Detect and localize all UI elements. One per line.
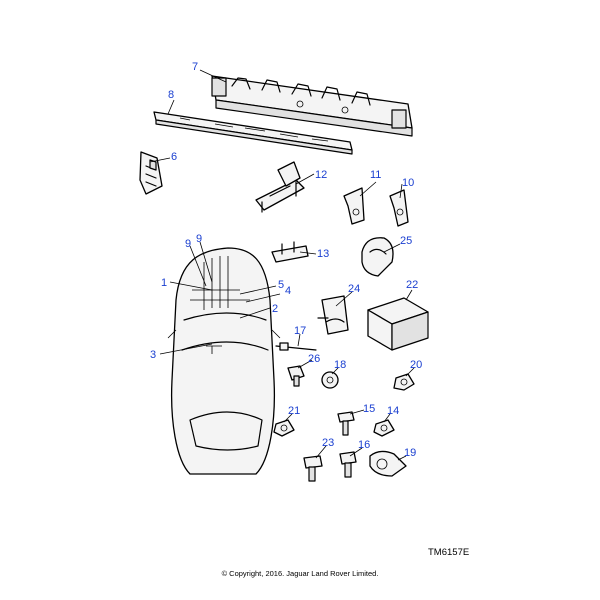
copyright-notice: © Copyright, 2016. Jaguar Land Rover Lim… bbox=[221, 569, 379, 578]
callout-9a: 9 bbox=[185, 238, 191, 250]
fastener-23 bbox=[303, 455, 323, 482]
callout-23: 23 bbox=[322, 437, 334, 449]
part-17-cable-tie bbox=[275, 342, 317, 351]
part-11-bracket bbox=[343, 187, 365, 225]
callout-18: 18 bbox=[334, 359, 346, 371]
part-8-rail bbox=[153, 111, 353, 155]
callout-2: 2 bbox=[272, 303, 278, 315]
callout-25: 25 bbox=[400, 235, 412, 247]
callouts: 1 2 3 4 5 6 7 8 9 9 10 11 12 13 14 15 16… bbox=[150, 61, 422, 459]
fastener-20 bbox=[393, 373, 415, 391]
callout-20: 20 bbox=[410, 359, 422, 371]
callout-7: 7 bbox=[192, 61, 198, 73]
callout-5: 5 bbox=[278, 279, 284, 291]
callout-13: 13 bbox=[317, 248, 329, 260]
callout-6: 6 bbox=[171, 151, 177, 163]
callout-16: 16 bbox=[358, 439, 370, 451]
callout-22: 22 bbox=[406, 279, 418, 291]
callout-19: 19 bbox=[404, 447, 416, 459]
callout-1: 1 bbox=[161, 277, 167, 289]
callout-15: 15 bbox=[363, 403, 375, 415]
fastener-21 bbox=[273, 419, 295, 437]
part-25-clip bbox=[361, 237, 394, 277]
fastener-19 bbox=[369, 450, 407, 477]
fastener-18 bbox=[321, 371, 339, 389]
fastener-14 bbox=[373, 419, 395, 437]
callout-11: 11 bbox=[370, 169, 381, 181]
callout-12: 12 bbox=[315, 169, 327, 181]
part-22-box bbox=[367, 297, 429, 351]
callout-4: 4 bbox=[285, 285, 291, 297]
callout-8: 8 bbox=[168, 89, 174, 101]
part-10-bracket bbox=[389, 189, 409, 227]
callout-3: 3 bbox=[150, 349, 156, 361]
callout-9b: 9 bbox=[196, 233, 202, 245]
fastener-15 bbox=[337, 411, 355, 436]
vehicle-outline bbox=[167, 247, 281, 475]
callout-26: 26 bbox=[308, 353, 320, 365]
callout-24: 24 bbox=[348, 283, 360, 295]
leader-lines bbox=[149, 69, 415, 461]
part-13-bracket bbox=[271, 241, 309, 263]
callout-17: 17 bbox=[294, 325, 306, 337]
reference-code: TM6157E bbox=[428, 547, 470, 558]
part-7-harness-tray bbox=[211, 75, 413, 137]
callout-10: 10 bbox=[402, 177, 414, 189]
fastener-26 bbox=[287, 365, 305, 387]
callout-21: 21 bbox=[288, 405, 300, 417]
part-12-bracket bbox=[255, 161, 305, 213]
fastener-16 bbox=[339, 451, 357, 478]
part-24-clip bbox=[317, 295, 349, 335]
part-6-clip bbox=[139, 151, 163, 195]
callout-14: 14 bbox=[387, 405, 399, 417]
